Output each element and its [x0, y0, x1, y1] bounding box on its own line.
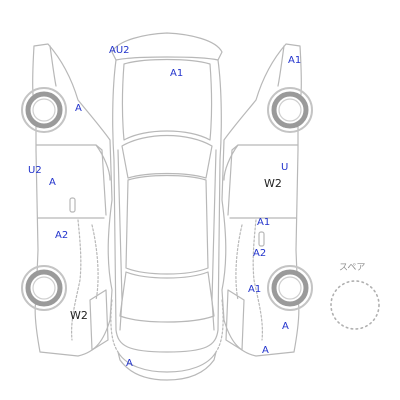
code-right-rear-quarter-a-upper: A	[282, 321, 289, 332]
right-front-wheel-icon	[267, 87, 313, 133]
code-left-rear-quarter-w2: W2	[70, 309, 88, 322]
code-right-rear-quarter-a-lower: A	[262, 345, 269, 356]
left-door-line	[35, 144, 111, 181]
code-right-front-door-w2: W2	[264, 177, 282, 190]
left-rear-dashed-2	[91, 224, 99, 301]
code-rear-bumper-a: A	[126, 358, 133, 369]
spare-tire-label: スペア	[339, 263, 366, 273]
code-left-front-fender-a: A	[75, 103, 82, 114]
right-door-handle	[258, 231, 265, 247]
code-left-front-door-a: A	[49, 177, 56, 188]
left-rear-dashed	[71, 219, 82, 341]
right-lower-panel	[225, 289, 245, 351]
rear-dashed-line-2	[215, 299, 224, 353]
car-top-view	[110, 32, 224, 381]
right-window-line	[227, 144, 239, 216]
car-right-side-view	[221, 43, 302, 357]
right-rear-dashed	[252, 219, 263, 341]
rear-bumper	[117, 351, 217, 381]
code-right-door-seam-a1: A1	[257, 217, 271, 228]
roof-panel	[125, 174, 209, 275]
code-front-roof-au2: AU2	[109, 45, 130, 56]
left-front-wheel-icon	[21, 87, 67, 133]
left-window-line	[95, 144, 107, 216]
code-right-rear-door-a2: A2	[253, 248, 267, 259]
code-right-front-fender-a1: A1	[288, 55, 302, 66]
body-outline	[112, 59, 222, 353]
car-left-side-view	[32, 43, 113, 357]
code-right-front-door-u: U	[281, 162, 289, 173]
right-rear-dashed-2	[235, 224, 243, 301]
right-rear-wheel-icon	[267, 265, 313, 311]
windshield	[121, 134, 213, 179]
code-right-rear-door-lower-a1: A1	[248, 284, 262, 295]
left-pillar-line	[117, 149, 123, 331]
right-front-fender	[277, 45, 285, 87]
left-lower-panel	[89, 289, 109, 351]
right-pillar-line	[211, 149, 217, 331]
front-bumper	[111, 32, 223, 61]
rear-glass	[119, 271, 215, 323]
code-front-roof-a1: A1	[170, 68, 184, 79]
code-left-front-door-u2: U2	[28, 165, 42, 176]
rear-dashed-line	[110, 299, 119, 353]
hood-panel	[121, 58, 213, 141]
spare-tire-icon	[330, 280, 380, 330]
left-door-handle	[69, 197, 76, 213]
left-rear-wheel-icon	[21, 265, 67, 311]
left-front-fender	[49, 45, 57, 87]
code-left-rear-door-a2: A2	[55, 230, 69, 241]
